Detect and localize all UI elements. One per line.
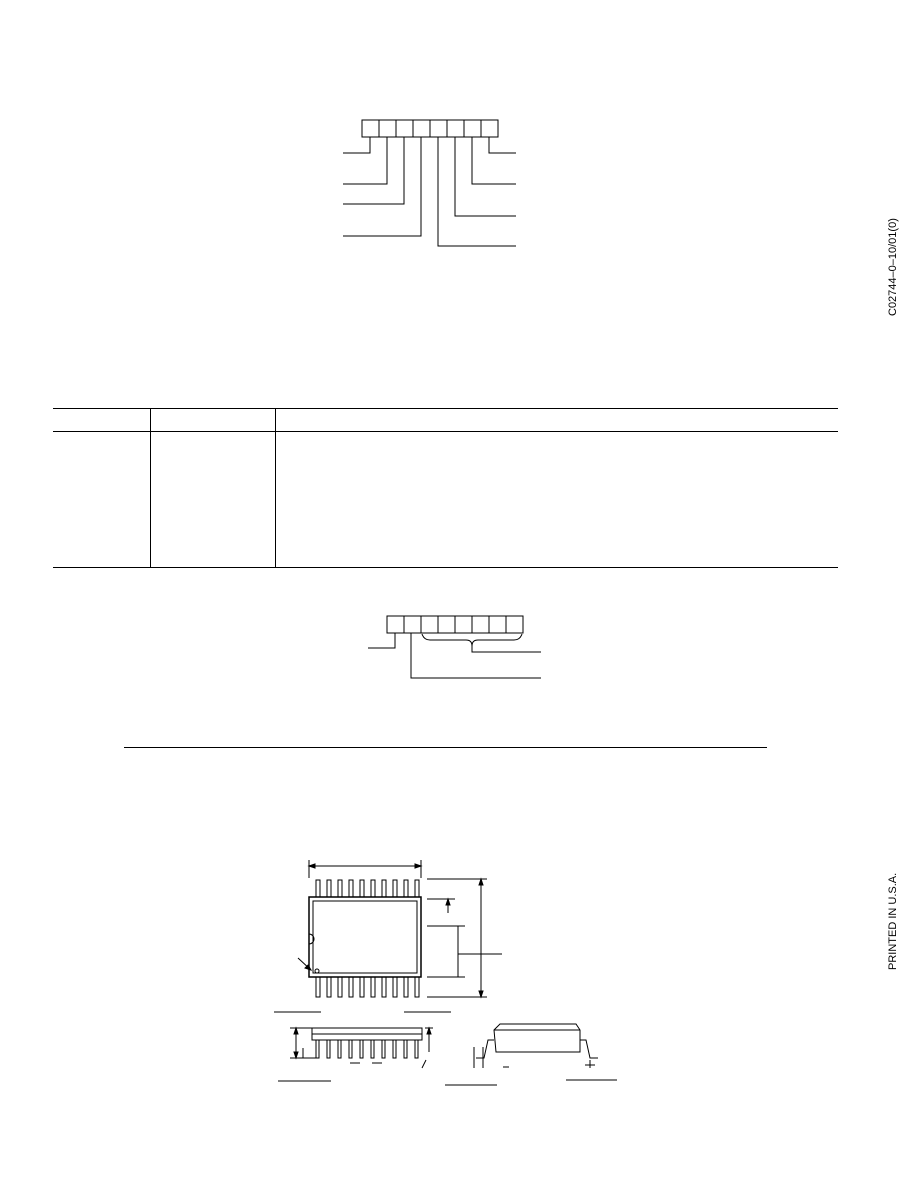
order-code-diagram-bottom: [368, 615, 541, 679]
table-col-divider-2: [275, 408, 276, 567]
table-header-rule: [53, 431, 838, 432]
order-code-diagram-top: [343, 119, 516, 247]
table-bottom-rule: [53, 567, 838, 568]
table-top-rule: [53, 408, 838, 409]
table-col-divider-1: [150, 408, 151, 567]
section-divider: [124, 747, 767, 748]
